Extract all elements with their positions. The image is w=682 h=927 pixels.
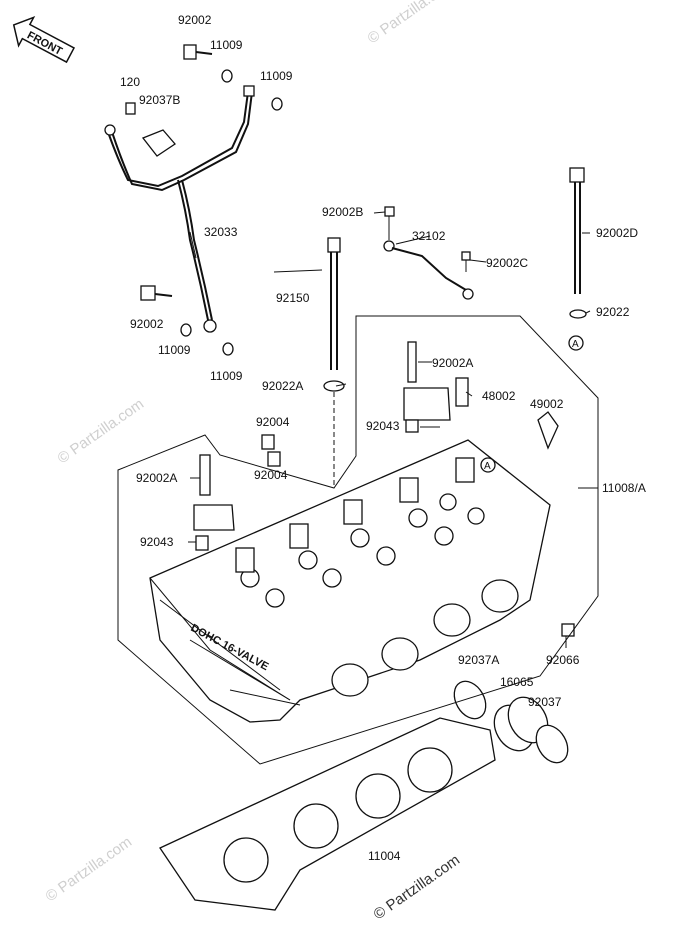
label-11009-b: 11009 [260,69,293,83]
camshaft-cap-left [193,454,235,551]
pipe-32102 [383,206,474,300]
label-92004-a: 92004 [256,415,290,429]
stud-92150 [323,237,345,488]
label-11004: 11004 [368,849,401,863]
leader-lines [188,211,598,648]
reference-mark-right-label: A [572,339,579,350]
label-92004-b: 92004 [254,468,288,482]
intake-ports [331,579,519,697]
label-92022: 92022 [596,305,630,319]
front-direction-marker: FRONT [12,16,76,64]
label-11009-c: 11009 [158,343,191,357]
cylinder-head-11008: DOHC 16-VALVE [149,439,575,723]
label-32102: 32102 [412,229,446,243]
label-92002a-left: 92002A [136,471,177,485]
label-11009-d: 11009 [210,369,243,383]
watermark-bottom-left: © Partzilla.com [43,833,136,905]
label-11009-a: 11009 [210,38,243,52]
label-92037b: 92037B [139,93,180,107]
watermark-top-right: © Partzilla.com [365,0,458,47]
reference-mark-right: A [568,335,584,351]
head-gasket-11004 [159,717,496,911]
label-48002: 48002 [482,389,516,403]
part-labels: 92002 11009 11009 120 92037B 32033 92002… [120,13,646,863]
watermark-mid-left: © Partzilla.com [55,395,148,467]
bolt-92002d [569,167,587,319]
valve-bores [240,493,485,608]
label-32033: 32033 [204,225,238,239]
label-92002b: 92002B [322,205,363,219]
dowel-92004 [261,434,281,467]
intake-holder-16065 [453,680,569,764]
label-92022a: 92022A [262,379,303,393]
label-92002-top: 92002 [178,13,212,27]
camshaft-cap-mid [403,341,559,450]
label-92002d: 92002D [596,226,638,240]
camshaft-towers [235,457,475,573]
assembly-outline [117,315,599,765]
front-arrow-icon [12,16,76,64]
label-92002-left: 92002 [130,317,164,331]
label-92150: 92150 [276,291,310,305]
label-92043-mid: 92043 [366,419,400,433]
reference-mark-head: A [480,457,496,473]
label-49002: 49002 [530,397,564,411]
label-92037a: 92037A [458,653,499,667]
reference-mark-head-label: A [484,461,491,472]
oil-pipe-32033 [104,44,283,356]
label-92002a-mid: 92002A [432,356,473,370]
label-92037: 92037 [528,695,562,709]
label-120: 120 [120,75,140,89]
label-92043-left: 92043 [140,535,174,549]
label-92002c: 92002C [486,256,528,270]
label-16065: 16065 [500,675,534,689]
label-11008a: 11008/A [602,481,646,495]
label-92066: 92066 [546,653,580,667]
